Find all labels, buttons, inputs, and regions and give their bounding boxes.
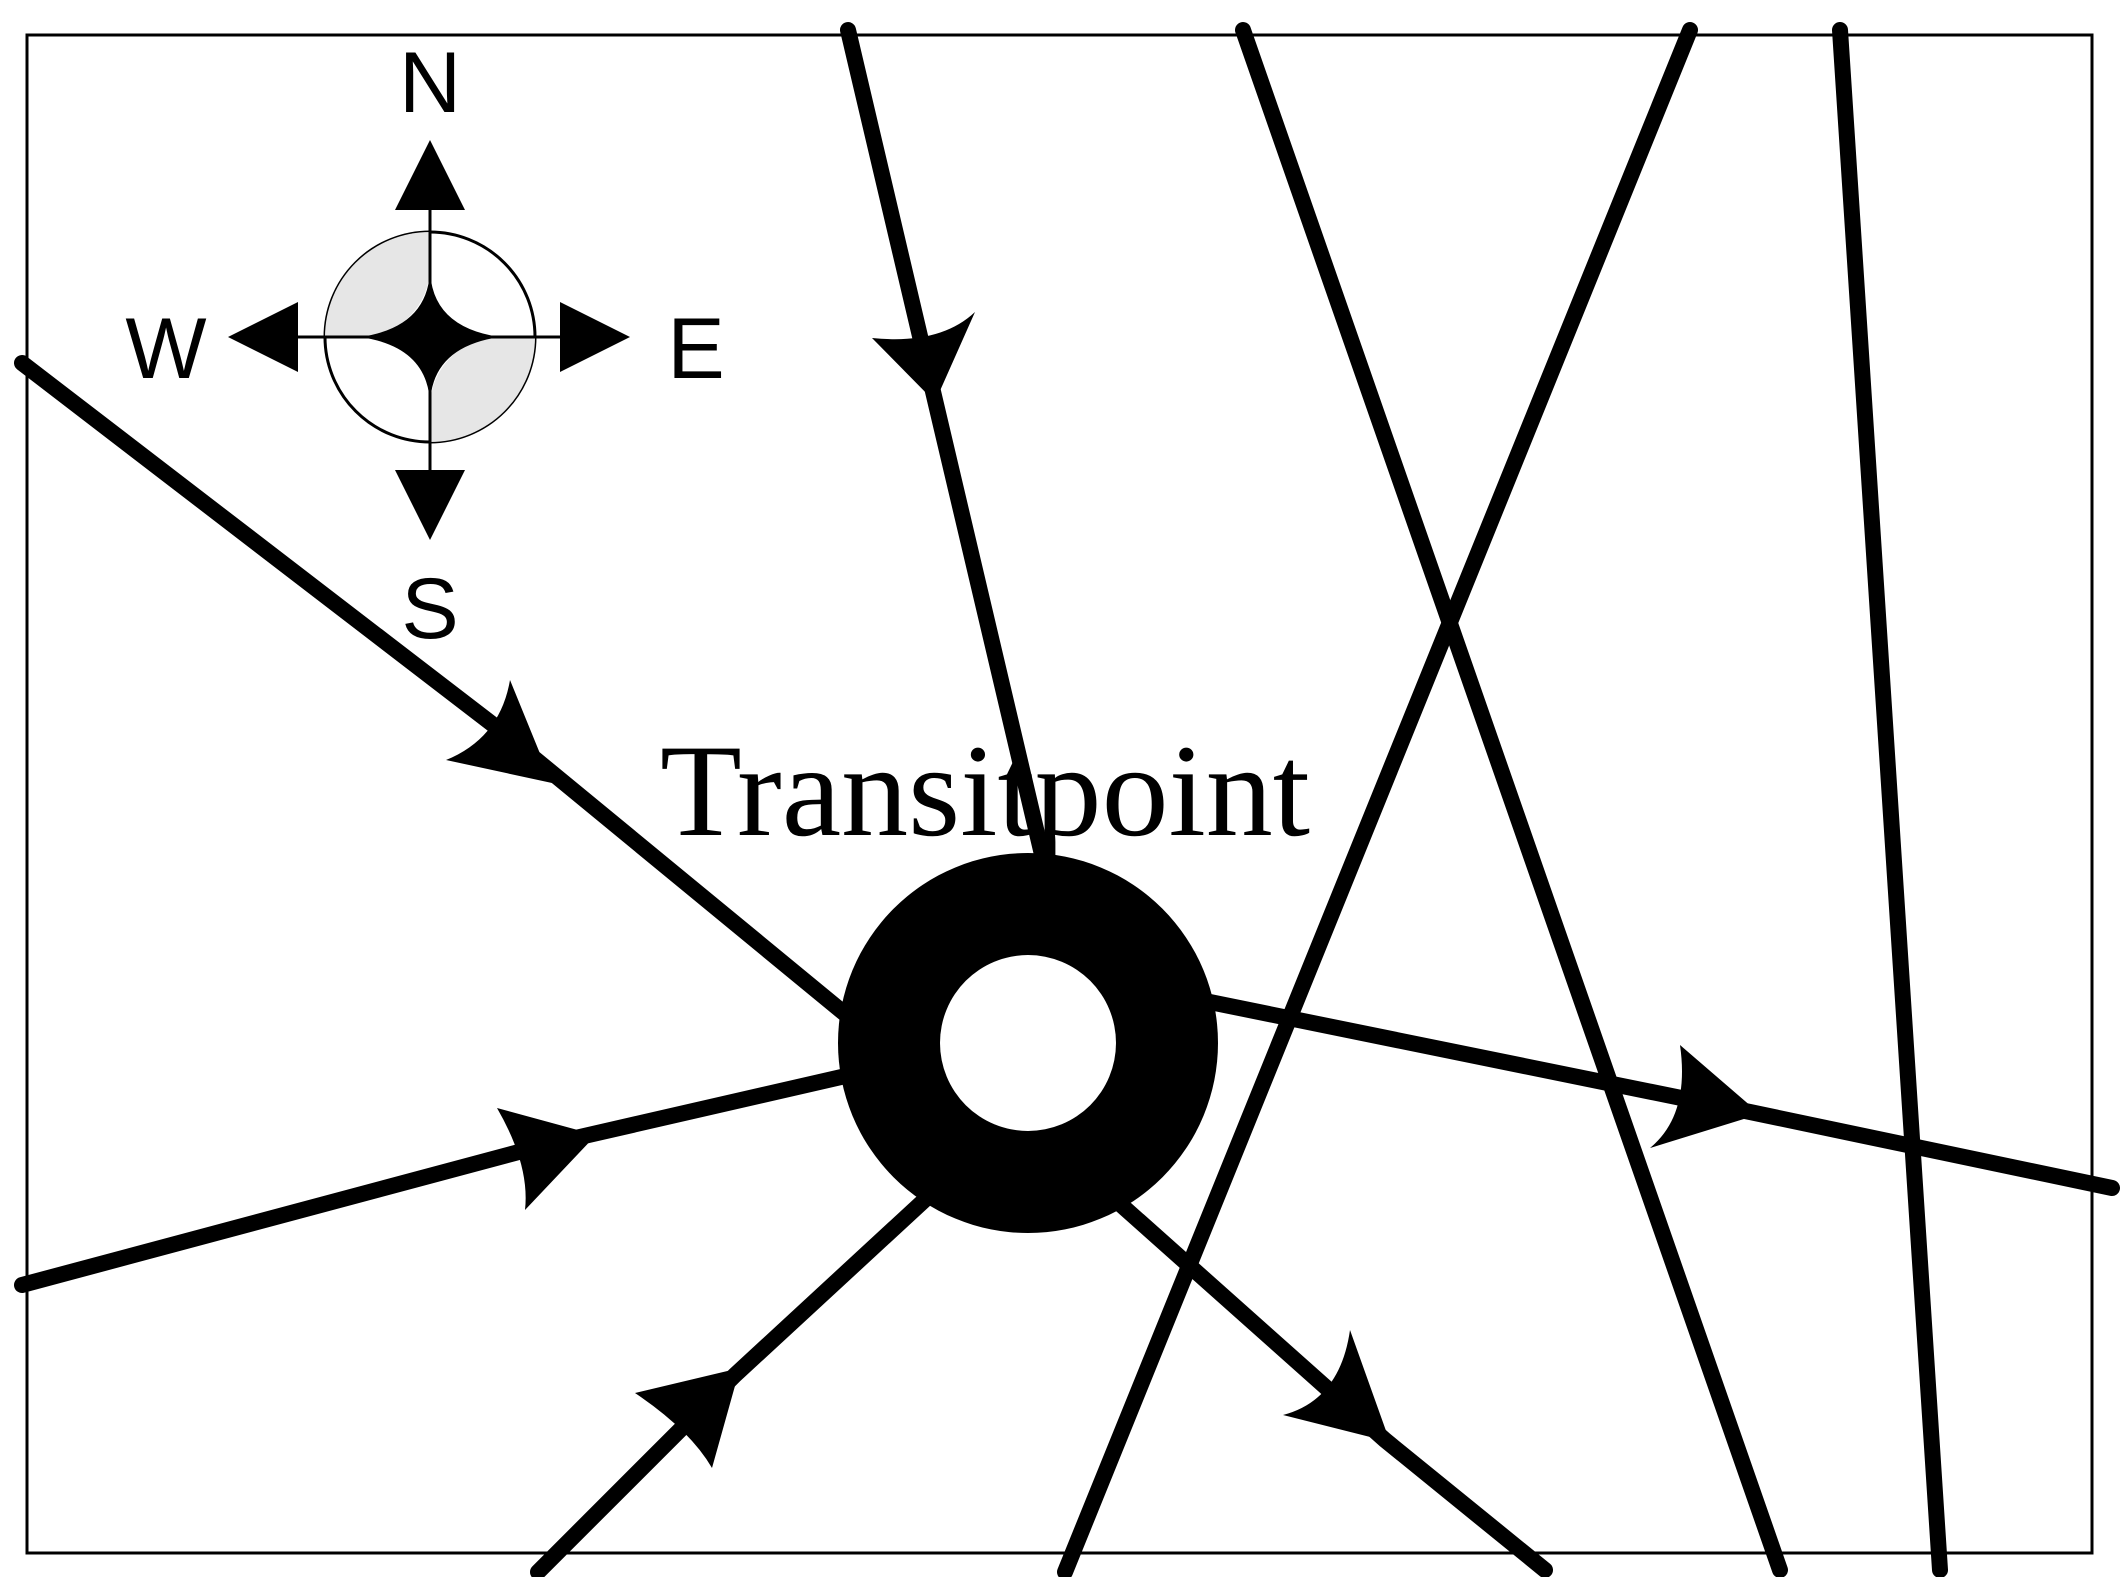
route-east-outbound	[1192, 992, 2120, 1196]
route-west-lower-inbound	[14, 1067, 858, 1293]
compass-label-north: N	[399, 35, 461, 131]
south-arrow-icon	[395, 470, 465, 540]
transit-point-hole	[940, 955, 1116, 1131]
route-north-arrow-icon	[872, 312, 975, 402]
route-arrows	[446, 312, 1760, 1468]
north-arrow-icon	[395, 140, 465, 210]
route-west-arrow-icon	[446, 680, 552, 783]
transit-point	[838, 853, 1218, 1233]
route-west-lower-arrow-icon	[497, 1108, 596, 1210]
west-arrow-icon	[228, 302, 298, 372]
compass-label-south: S	[401, 561, 458, 657]
route-southeast-arrow-icon	[1283, 1330, 1390, 1442]
route-east-arrow-icon	[1650, 1045, 1760, 1148]
compass-label-east: E	[667, 301, 724, 397]
route-west-inbound	[14, 355, 858, 1026]
route-southeast-outbound	[1102, 1187, 1553, 1577]
compass-shade-se	[430, 337, 535, 442]
diagram-frame	[25, 33, 2094, 1555]
through-road-2	[1057, 22, 1698, 1577]
compass-label-west: W	[125, 301, 206, 397]
route-southwest-arrow-icon	[635, 1368, 740, 1468]
compass-rose: N S E W	[125, 35, 724, 657]
east-arrow-icon	[560, 302, 630, 372]
compass-shade-nw	[325, 232, 430, 337]
through-road-3	[1832, 22, 1948, 1577]
through-road-1	[1235, 22, 1788, 1577]
transit-point-label: Transitpoint	[660, 717, 1310, 864]
